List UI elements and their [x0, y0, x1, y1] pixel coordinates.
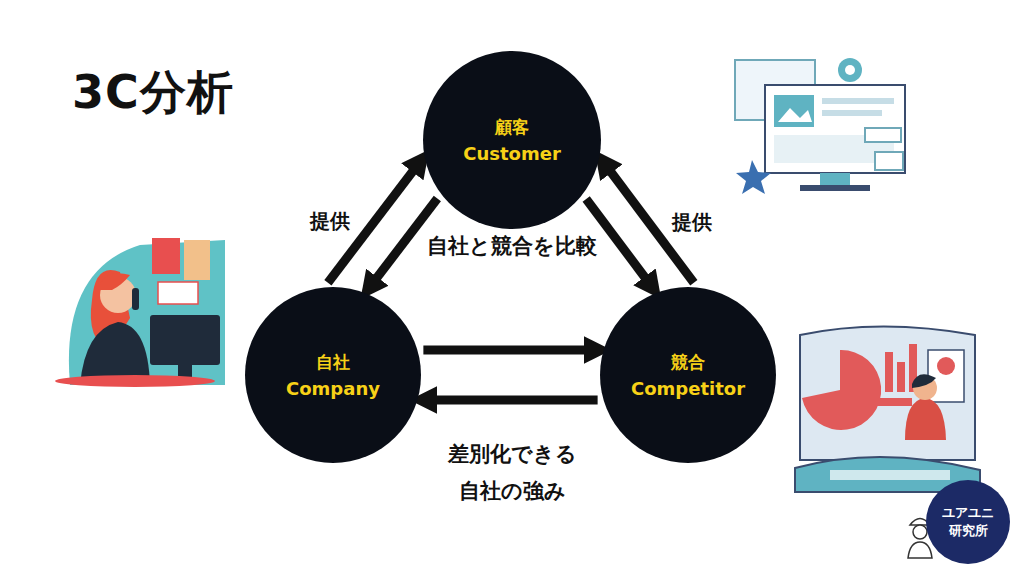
node-text: 研究所: [949, 522, 988, 540]
competitor-circle: 競合Competitor: [600, 287, 776, 463]
computer-illustration: [735, 58, 905, 194]
node-text: 顧客: [495, 114, 529, 141]
compare-label: 自社と競合を比較: [427, 232, 597, 260]
node-text: Customer: [463, 141, 561, 166]
node-text: Competitor: [631, 376, 745, 401]
node-text: 競合: [671, 349, 705, 376]
woman-illustration: [55, 238, 225, 387]
arrow-connector: [423, 396, 597, 405]
strength-label: 差別化できる 自社の強み: [432, 436, 592, 510]
edge-label: 提供: [670, 209, 714, 236]
node-text: Company: [286, 376, 380, 401]
node-text: 自社: [316, 349, 350, 376]
logo-badge: ユアユニ研究所: [926, 480, 1010, 564]
company-circle: 自社Company: [245, 287, 421, 463]
customer-circle: 顧客Customer: [423, 51, 601, 229]
edge-label: 提供: [308, 208, 352, 235]
diagram-title: 3C分析: [72, 62, 234, 124]
arrow-connector: [423, 346, 597, 355]
analyst-illustration: [795, 327, 980, 493]
node-text: ユアユニ: [942, 504, 994, 522]
